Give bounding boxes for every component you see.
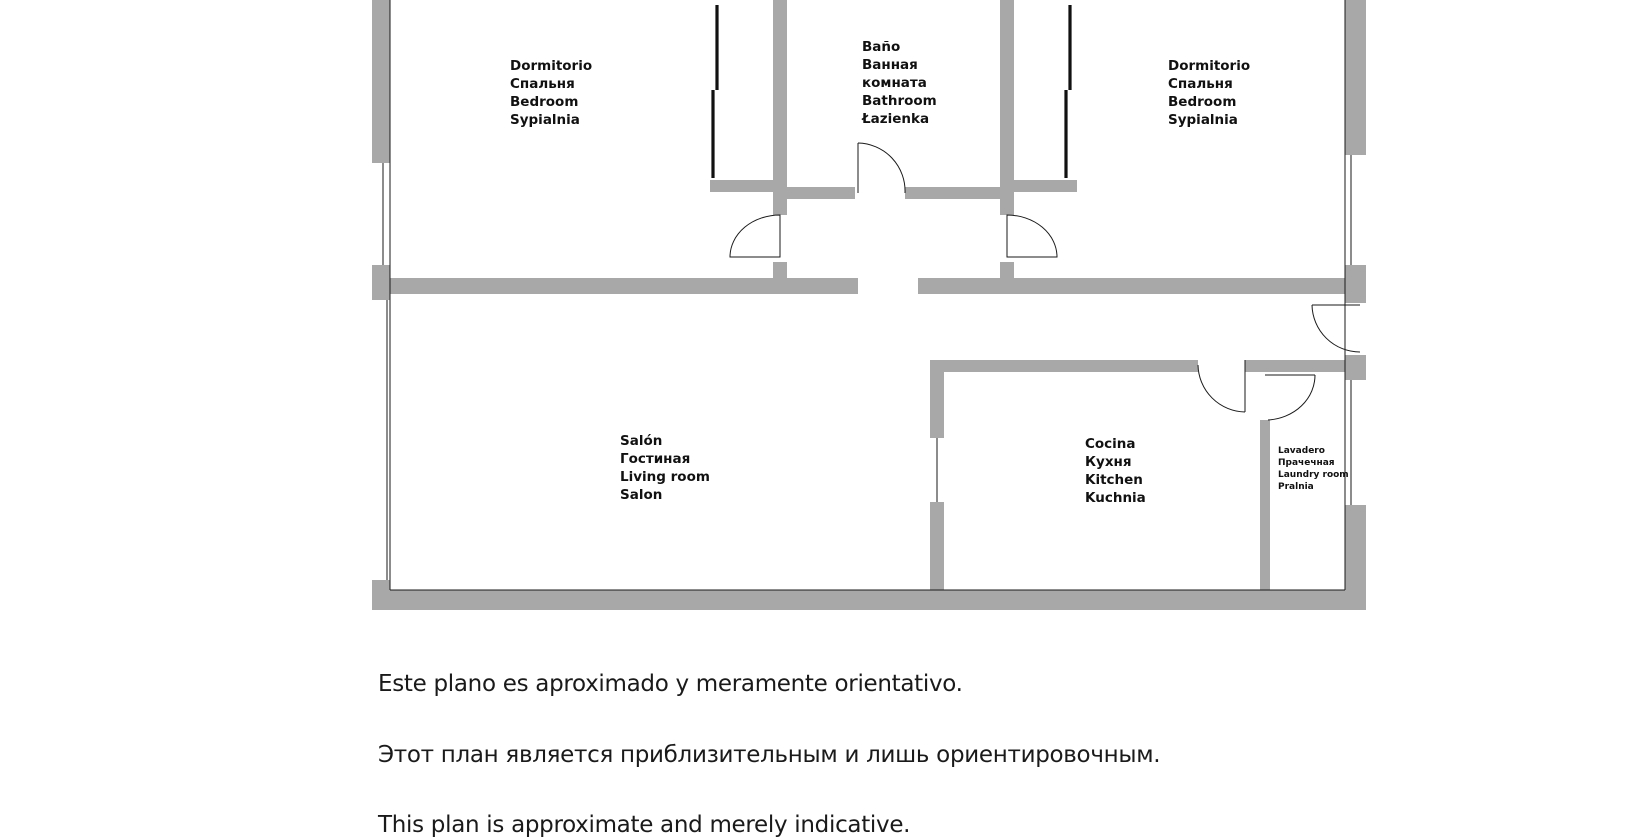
walls (372, 0, 1366, 610)
label-line: Спальня (1168, 76, 1233, 92)
label-laundry: Lavadero Прачечная Laundry room Pralnia (1278, 446, 1352, 492)
label-line: Спальня (510, 76, 575, 92)
label-line: Bathroom (862, 93, 937, 109)
bath-bottom-left (785, 187, 855, 199)
label-line: Kuchnia (1085, 490, 1146, 506)
label-bedroom-left: Dormitorio Спальня Bedroom Sypialnia (510, 58, 597, 128)
laundry-divider (1260, 420, 1270, 602)
room-labels: Dormitorio Спальня Bedroom Sypialnia Bañ… (510, 39, 1352, 506)
kitchen-top-left (930, 360, 1198, 372)
label-line: комната (862, 75, 927, 91)
disclaimer-english: This plan is approximate and merely indi… (378, 812, 911, 838)
closet-left-bottom (710, 180, 775, 192)
label-line: Sypialnia (1168, 112, 1238, 128)
door-swings (729, 142, 1361, 421)
label-line: Sypialnia (510, 112, 580, 128)
label-kitchen: Cocina Кухня Kitchen Kuchnia (1085, 436, 1148, 506)
kitchen-top-right (1245, 360, 1355, 372)
label-line: Ванная (862, 57, 918, 73)
outer-wall-left-top (372, 0, 390, 163)
wall-bedroom-bath-left-low (773, 262, 787, 282)
outer-wall-right-bottom (1345, 505, 1366, 610)
disclaimer-spanish: Este plano es aproximado y meramente ori… (378, 671, 963, 697)
closet-doors (711, 5, 1072, 178)
closet-right-bottom (1012, 180, 1077, 192)
label-line: Łazienka (861, 111, 929, 127)
label-line: Laundry room (1278, 470, 1349, 480)
label-line: Lavadero (1278, 446, 1325, 456)
label-line: Salón (620, 433, 662, 449)
wall-bath-bedroom-right (1000, 0, 1014, 215)
label-line: Прачечная (1278, 458, 1335, 468)
label-line: Cocina (1085, 436, 1136, 452)
outer-wall-bottom (372, 590, 1366, 610)
label-line: Salon (620, 487, 662, 503)
label-line: Гостиная (620, 451, 690, 467)
wall-bath-bedroom-right-low (1000, 262, 1014, 282)
label-bathroom: Baño Ванная комната Bathroom Łazienka (861, 39, 941, 127)
label-living-room: Salón Гостиная Living room Salon (620, 433, 715, 503)
label-line: Bedroom (1168, 94, 1236, 110)
floor-plan: Dormitorio Спальня Bedroom Sypialnia Bañ… (372, 0, 1366, 610)
label-line: Bedroom (510, 94, 578, 110)
wall-corridor-left (372, 278, 858, 294)
wall-bedroom-bath-left (773, 0, 787, 215)
outer-wall-right-top (1345, 0, 1366, 155)
kitchen-left-upper (930, 360, 944, 438)
label-line: Kitchen (1085, 472, 1143, 488)
label-line: Dormitorio (1168, 58, 1250, 74)
label-bedroom-right: Dormitorio Спальня Bedroom Sypialnia (1168, 58, 1255, 128)
label-line: Baño (862, 39, 900, 55)
wall-corridor-right (918, 278, 1366, 294)
kitchen-left-lower (930, 502, 944, 602)
label-line: Pralnia (1278, 482, 1314, 492)
disclaimer-russian: Этот план является приблизительным и лиш… (378, 742, 1161, 768)
bath-bottom-right (905, 187, 1002, 199)
label-line: Dormitorio (510, 58, 592, 74)
label-line: Living room (620, 469, 710, 485)
wall-lines (382, 0, 1352, 591)
label-line: Кухня (1085, 454, 1132, 470)
